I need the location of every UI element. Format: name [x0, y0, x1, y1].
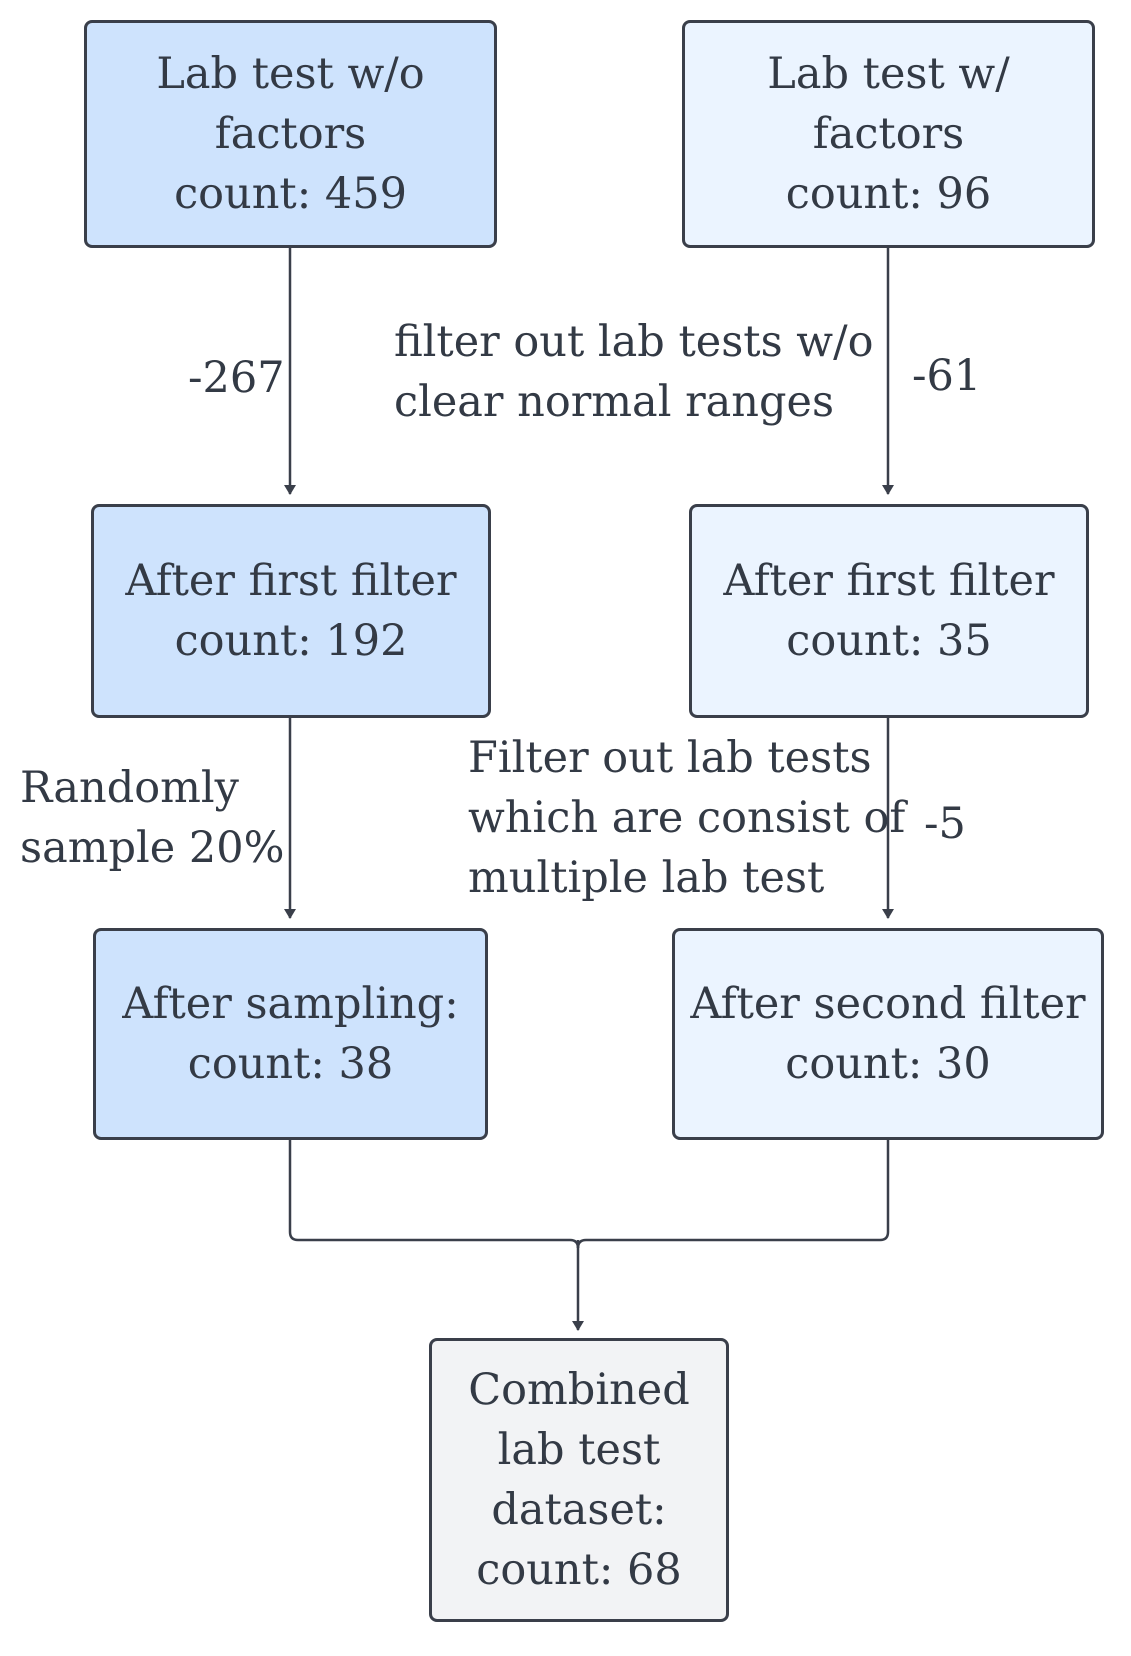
edge-label-right-removed-second: -5: [924, 799, 966, 849]
connector-left-merge: [288, 1140, 580, 1249]
node-line: After first filter: [125, 556, 457, 606]
node-line: count: 68: [476, 1545, 682, 1595]
node-line: Lab test w/o: [156, 49, 425, 99]
node-line: After sampling:: [122, 979, 459, 1029]
edge-label-right-removed-first: -61: [912, 351, 982, 401]
node-line: factors: [214, 109, 367, 159]
note-line: sample 20%: [20, 823, 285, 873]
node-line: count: 96: [785, 169, 992, 219]
note-line: Filter out lab tests: [468, 733, 872, 783]
node-line: count: 38: [187, 1039, 394, 1089]
node-line: lab test: [497, 1425, 661, 1475]
node-line: count: 192: [174, 616, 408, 666]
note-line: clear normal ranges: [394, 377, 835, 427]
sample-note: Randomly sample 20%: [20, 758, 284, 878]
node-combined-dataset: Combined lab test dataset: count: 68: [429, 1338, 729, 1622]
node-line: Combined: [468, 1365, 690, 1415]
node-left-after-first-filter: After first filter count: 192: [91, 504, 491, 718]
node-line: count: 30: [785, 1039, 991, 1089]
note-line: which are consist of: [468, 793, 906, 843]
edge-label-left-removed-first: -267: [188, 353, 285, 403]
node-line: count: 459: [174, 169, 407, 219]
node-line: Lab test w/: [767, 49, 1010, 99]
node-line: factors: [812, 109, 965, 159]
node-line: After first filter: [723, 556, 1055, 606]
node-lab-test-without-factors: Lab test w/o factors count: 459: [84, 20, 497, 248]
node-line: dataset:: [491, 1485, 667, 1535]
note-line: multiple lab test: [468, 853, 825, 903]
filter-note: filter out lab tests w/o clear normal ra…: [394, 312, 874, 432]
node-lab-test-with-factors: Lab test w/ factors count: 96: [682, 20, 1095, 248]
second-filter-note: Filter out lab tests which are consist o…: [468, 728, 905, 908]
node-right-after-first-filter: After first filter count: 35: [689, 504, 1089, 718]
node-after-sampling: After sampling: count: 38: [93, 928, 488, 1140]
note-line: Randomly: [20, 763, 239, 813]
node-line: count: 35: [786, 616, 992, 666]
note-line: filter out lab tests w/o: [394, 317, 874, 367]
node-line: After second filter: [690, 979, 1086, 1029]
connector-right-merge: [576, 1140, 890, 1249]
node-after-second-filter: After second filter count: 30: [672, 928, 1104, 1140]
